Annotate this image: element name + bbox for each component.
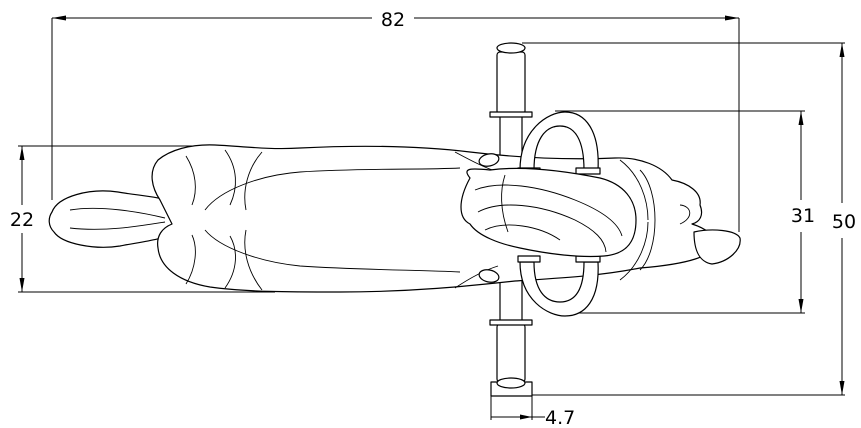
dimension-label-22: 22: [10, 209, 34, 231]
dimension-31: 31: [555, 110, 815, 314]
dimension-4-7: 4.7: [490, 396, 575, 428]
animal-head: [460, 167, 637, 258]
dimension-label-50: 50: [832, 211, 856, 233]
dimension-50: 50: [522, 42, 856, 396]
dimension-label-82: 82: [381, 9, 405, 31]
handle-bottom: [517, 255, 601, 317]
dimension-label-31: 31: [791, 205, 815, 227]
dimension-22: 22: [10, 145, 275, 293]
dimension-label-4-7: 4.7: [545, 407, 575, 428]
dimension-82: 82: [51, 9, 740, 232]
